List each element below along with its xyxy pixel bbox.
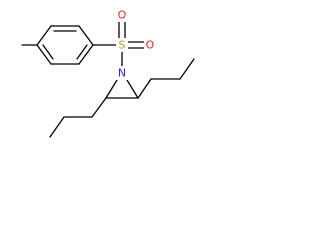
atom-oxygen-top: O xyxy=(116,8,128,22)
sulfur-label: S xyxy=(119,39,126,52)
atom-oxygen-right: O xyxy=(144,38,156,52)
sulfonyl-group xyxy=(118,21,145,49)
n-c2-bond xyxy=(126,79,139,99)
ring-double-bond-right xyxy=(76,44,88,60)
ring-bond-3 xyxy=(78,25,94,46)
atom-sulfur: S xyxy=(116,38,128,52)
ring-bond-6 xyxy=(36,44,52,65)
ring-bond-1 xyxy=(36,25,52,46)
oxygen-right-label: O xyxy=(146,39,155,52)
molecule-diagram: S O O N xyxy=(21,8,195,138)
n-c1-bond xyxy=(105,79,118,99)
structure-canvas: S O O N xyxy=(0,0,219,156)
propyl-right-bond-1 xyxy=(137,78,152,99)
propyl-left xyxy=(49,97,107,138)
ring-double-bond-left xyxy=(42,44,54,60)
propyl-left-bond-3 xyxy=(49,116,65,138)
propyl-right-bond-3 xyxy=(179,58,195,80)
propyl-right xyxy=(137,58,195,99)
oxygen-top-label: O xyxy=(118,9,127,22)
aziridine-ring xyxy=(105,79,139,99)
atom-nitrogen: N xyxy=(116,66,128,80)
nitrogen-label: N xyxy=(118,67,126,80)
benzene-ring xyxy=(36,25,94,65)
ring-bond-4 xyxy=(78,44,94,65)
propyl-left-bond-1 xyxy=(91,97,107,118)
